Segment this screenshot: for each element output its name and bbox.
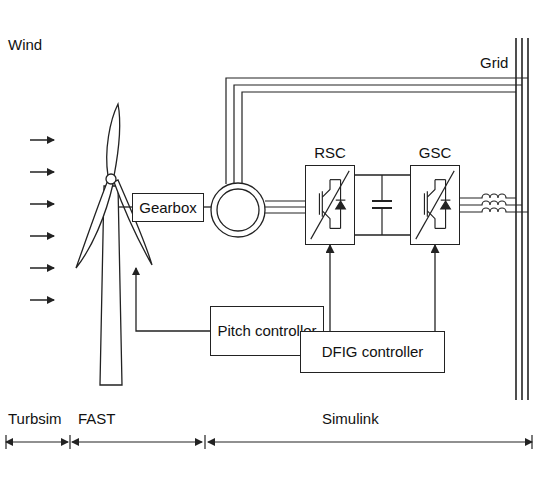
igbt-symbol <box>306 166 354 244</box>
box-label: Gearbox <box>139 199 197 217</box>
grid-label: Grid <box>480 54 508 72</box>
tool-span-bar <box>6 435 532 449</box>
wind-label: Wind <box>8 36 42 54</box>
box-label: DFIG controller <box>322 343 424 361</box>
converter-box: RSC <box>305 165 355 245</box>
converter-label: GSC <box>411 144 459 162</box>
converter-label: RSC <box>306 144 354 162</box>
wind-turbine <box>76 104 152 385</box>
tool-label: FAST <box>78 410 116 428</box>
connector <box>434 245 435 331</box>
connector <box>329 245 330 331</box>
tool-label: Simulink <box>322 410 379 428</box>
rotor-wires <box>265 201 305 213</box>
controller-box: DFIG controller <box>300 331 445 373</box>
connector <box>355 175 410 235</box>
tool-label: Turbsim <box>8 410 62 428</box>
grid-bus <box>516 38 528 400</box>
converter-box: GSC <box>410 165 460 245</box>
grid-filter-inductors <box>460 194 528 212</box>
igbt-symbol <box>411 166 459 244</box>
drive-train <box>118 183 265 237</box>
stator-wires <box>226 78 528 184</box>
capacitor-symbol <box>372 175 392 235</box>
wind-arrows <box>30 140 54 300</box>
gearbox-box: Gearbox <box>132 193 204 222</box>
pitch-signal <box>136 268 210 331</box>
